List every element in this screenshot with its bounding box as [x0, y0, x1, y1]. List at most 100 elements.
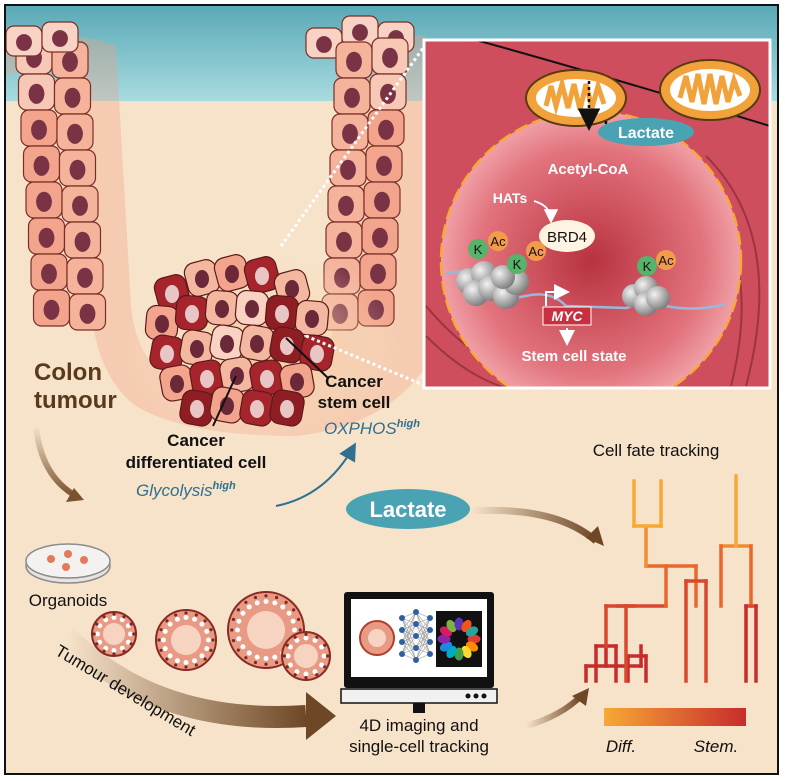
inset-lactate-pill — [598, 118, 694, 146]
organoid-growth-series — [91, 591, 331, 681]
glycolysis-label: Glycolysishigh — [136, 480, 236, 500]
epithelial-cell — [333, 77, 371, 115]
epithelial-cell — [325, 221, 363, 259]
tumour-to-organoid-arrow — [33, 425, 78, 499]
colon-tumour-line1: Colon — [34, 359, 102, 386]
hats-label: HATs — [493, 190, 528, 206]
oxphos-label: OXPHOShigh — [324, 418, 420, 438]
tumour-cell — [209, 386, 245, 424]
epithelial-cell — [305, 27, 343, 59]
tumour-cell — [234, 289, 270, 327]
stem-cell-pointer — [285, 337, 329, 379]
svg-text:Ac: Ac — [528, 244, 544, 259]
cancer-stem-line1: Cancer — [325, 372, 383, 391]
epithelial-cell — [365, 145, 403, 183]
inset-lactate-label: Lactate — [618, 125, 674, 142]
svg-text:Ac: Ac — [490, 234, 506, 249]
lactate-to-fate-arrow — [470, 506, 599, 544]
tumour-cell — [174, 294, 210, 332]
cancer-diff-line1: Cancer — [167, 431, 225, 450]
epithelial-cell — [25, 181, 63, 219]
metabolic-shift-arrow — [275, 442, 356, 507]
neural-network-icon — [399, 609, 433, 663]
colon-tumour-line2: tumour — [34, 387, 117, 414]
epithelial-cell — [359, 253, 397, 291]
tumour-cell — [294, 299, 330, 337]
epithelial-cell — [361, 217, 399, 255]
svg-text:K: K — [513, 257, 522, 272]
brd4-blob — [539, 220, 595, 252]
imaging-label-line2: single-cell tracking — [349, 737, 489, 756]
mitochondrion-left — [525, 69, 627, 127]
tumour-cell — [243, 256, 281, 294]
organoid-stage-3b — [281, 631, 331, 681]
fate-gradient-bar — [604, 708, 746, 726]
nucleus — [439, 109, 743, 387]
tumour-cell — [239, 389, 275, 427]
epithelial-cell — [371, 37, 409, 75]
epithelial-cell — [367, 109, 405, 147]
tumour-cell — [144, 304, 180, 342]
cancer-diff-line2: differentiated cell — [126, 453, 267, 472]
svg-text:Ac: Ac — [658, 253, 674, 268]
epithelial-cell — [66, 257, 104, 295]
svg-text:K: K — [643, 259, 652, 274]
organoid-stage-1 — [91, 611, 137, 657]
tumour-cell — [189, 359, 225, 397]
monitor-icon — [340, 592, 498, 713]
epithelial-cell — [68, 293, 107, 331]
nucleosome-right — [622, 276, 670, 316]
lactate-label: Lactate — [369, 497, 446, 522]
stem-label: Stem. — [694, 737, 738, 756]
tumour-cell — [239, 324, 275, 362]
acetyl-coa-label: Acetyl-CoA — [548, 161, 629, 178]
myc-label: MYC — [551, 308, 583, 324]
stem-cell-state-label: Stem cell state — [521, 348, 626, 365]
cancer-stem-line2: stem cell — [318, 393, 391, 412]
organoids-label: Organoids — [29, 591, 107, 610]
lineage-tree — [584, 474, 758, 683]
inset-panel: Lactate Acetyl-CoA HATs BRD4 — [422, 38, 772, 390]
epithelial-cell — [20, 109, 58, 147]
epithelial-cell — [61, 185, 99, 223]
tumour-cell — [269, 389, 305, 427]
epithelial-cell — [327, 185, 365, 223]
tumour-development-arrow — [58, 628, 307, 728]
epithelial-cell — [329, 149, 367, 187]
epithelial-cell — [53, 77, 92, 115]
segmentation-icon — [437, 617, 481, 661]
figure-frame: Lactate Acetyl-CoA HATs BRD4 — [4, 4, 779, 775]
svg-text:K: K — [474, 242, 483, 257]
epithelial-cell — [335, 41, 373, 79]
epithelial-cell — [32, 289, 71, 327]
imaging-label-line1: 4D imaging and — [359, 716, 478, 735]
tumour-cluster — [144, 254, 335, 427]
tumour-cell — [299, 334, 335, 372]
nucleosome-left — [456, 261, 529, 309]
tumour-cell — [264, 294, 300, 332]
epithelial-cell — [41, 21, 79, 53]
brd4-label: BRD4 — [547, 229, 587, 246]
lactate-pill — [346, 489, 470, 529]
zoom-line-bottom — [305, 334, 427, 388]
epithelial-cell — [56, 113, 94, 151]
graphical-abstract: Lactate Acetyl-CoA HATs BRD4 — [6, 6, 777, 773]
epithelial-cell — [30, 253, 68, 291]
epithelial-cell — [27, 217, 66, 255]
epithelial-cell — [63, 221, 102, 259]
cell-fate-tracking-title: Cell fate tracking — [593, 441, 720, 460]
epithelial-cell — [22, 145, 61, 183]
mitochondrion-right — [659, 59, 761, 121]
diff-label: Diff. — [606, 737, 636, 756]
tumour-cell — [179, 389, 215, 427]
myc-box — [542, 306, 592, 326]
epithelial-cell — [363, 181, 401, 219]
epithelial-cell — [17, 73, 56, 111]
acetyl-marks: K Ac K Ac K Ac — [468, 231, 676, 276]
tumour-cell — [179, 329, 215, 367]
epithelial-cell — [6, 25, 43, 57]
epithelial-cell — [58, 149, 97, 187]
diff-cell-pointer — [212, 375, 237, 427]
tumour-cell — [204, 289, 240, 327]
organoid-stage-2 — [155, 609, 217, 671]
